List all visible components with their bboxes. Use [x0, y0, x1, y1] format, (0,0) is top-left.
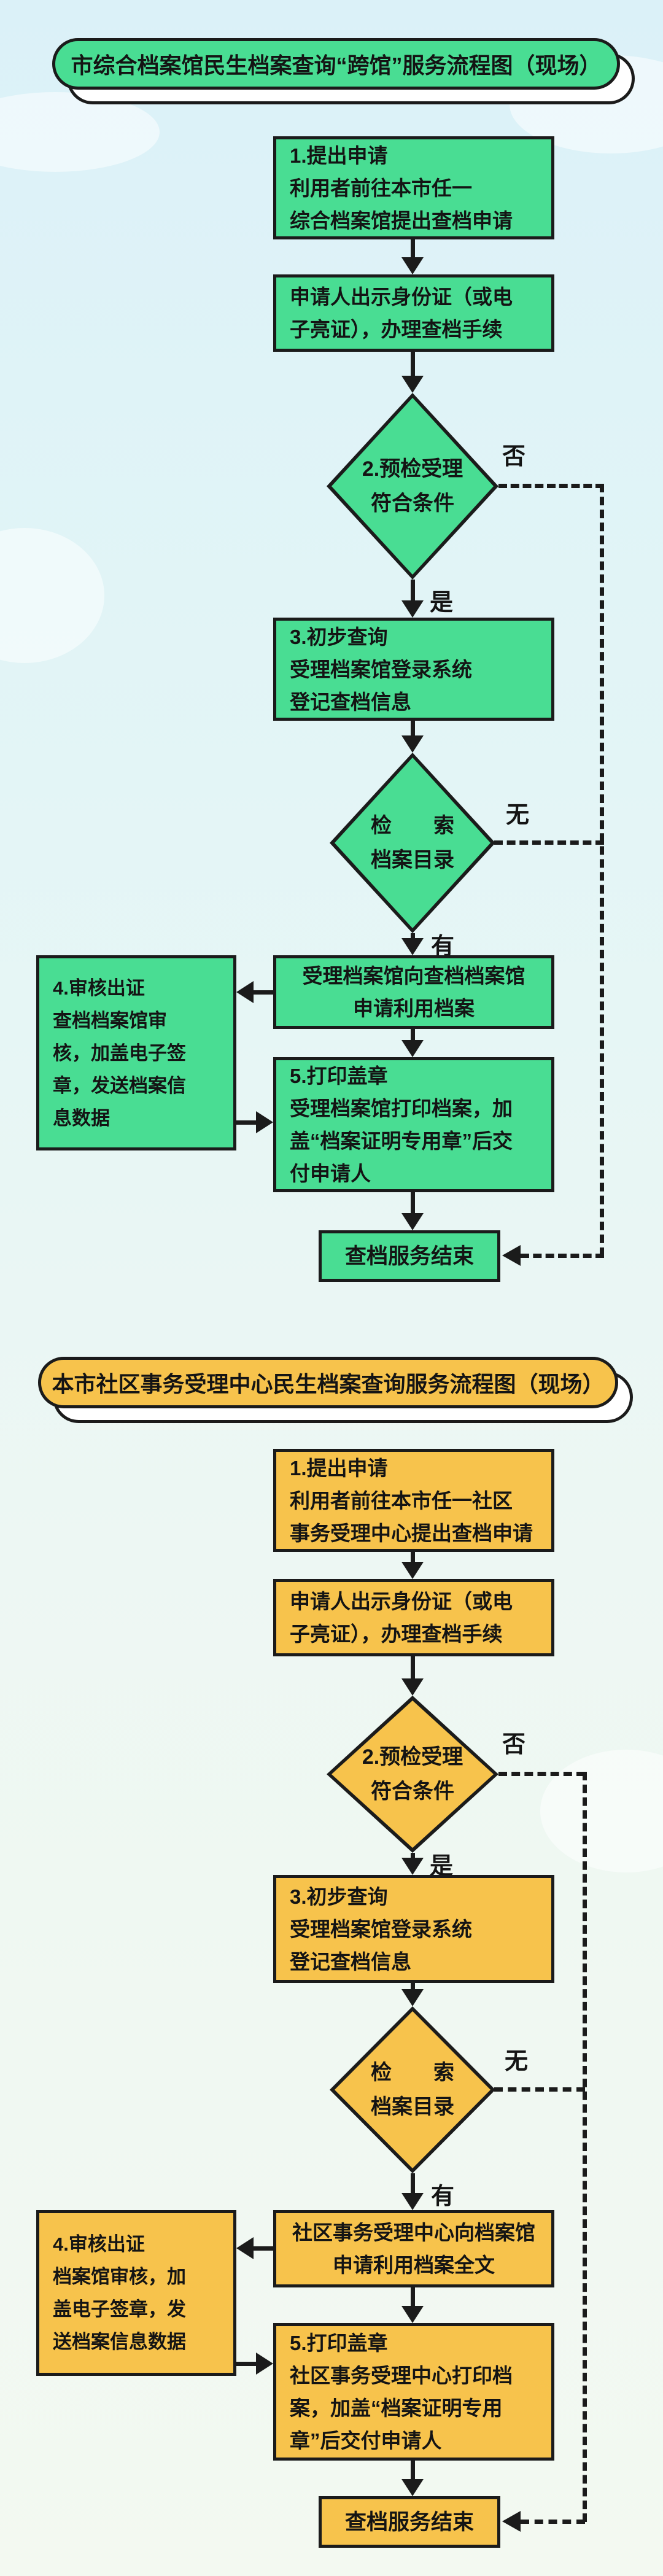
- community-step-initial-query-box: 3.初步查询 受理档案馆登录系统 登记查档信息: [273, 1875, 554, 1983]
- arrow-down: [401, 1552, 424, 1579]
- arrow-down: [401, 2173, 424, 2210]
- arrow-down: [401, 352, 424, 393]
- arrow-down: [401, 721, 424, 753]
- dashed-arrowhead-left: [502, 1245, 521, 1266]
- background-cloud: [0, 528, 104, 663]
- dashed-return-path: [521, 2520, 585, 2524]
- arrow-down: [401, 1853, 424, 1875]
- community-step-apply-box: 1.提出申请 利用者前往本市任一社区 事务受理中心提出查档申请: [273, 1449, 554, 1552]
- municipal-flow-title-pill: 市综合档案馆民生档案查询“跨馆”服务流程图（现场）: [52, 38, 635, 104]
- dashed-no-path: [498, 484, 604, 488]
- community-end-box: 查档服务结束: [319, 2496, 500, 2548]
- municipal-search-none-label: 无: [506, 802, 530, 828]
- community-step-review-box: 4.审核出证 档案馆审核，加 盖电子签章，发 送档案信息数据: [36, 2210, 236, 2376]
- community-precheck-decision: 2.预检受理 符合条件: [327, 1696, 498, 1853]
- arrow-down: [401, 1192, 424, 1230]
- background-cloud: [0, 92, 160, 172]
- municipal-precheck-decision: 2.预检受理 符合条件: [327, 393, 498, 580]
- arrow-left: [236, 981, 273, 1003]
- municipal-precheck-yes-label: 是: [430, 590, 454, 616]
- municipal-precheck-label: 2.预检受理 符合条件: [362, 457, 463, 515]
- municipal-step-request-box: 受理档案馆向查档档案馆 申请利用档案: [273, 955, 554, 1029]
- municipal-precheck-no-label: 否: [502, 444, 526, 470]
- municipal-flow-title: 市综合档案馆民生档案查询“跨馆”服务流程图（现场）: [52, 38, 620, 90]
- community-search-none-label: 无: [505, 2049, 529, 2074]
- community-precheck-label: 2.预检受理 符合条件: [362, 1745, 463, 1803]
- municipal-step-review-box: 4.审核出证 查档档案馆审 核，加盖电子签 章，发送档案信 息数据: [36, 955, 236, 1150]
- dashed-none-path: [494, 2087, 585, 2092]
- community-step-print-box: 5.打印盖章 社区事务受理中心打印档 案，加盖“档案证明专用 章”后交付申请人: [273, 2323, 554, 2461]
- arrow-down: [401, 2461, 424, 2496]
- community-step-request-box: 社区事务受理中心向档案馆 申请利用档案全文: [273, 2210, 554, 2287]
- dashed-return-path: [521, 1254, 604, 1258]
- community-search-label: 检 索 档案目录: [371, 2061, 454, 2119]
- dashed-bypass-line: [600, 484, 604, 1256]
- community-flow-title: 本市社区事务受理中心民生档案查询服务流程图（现场）: [38, 1357, 618, 1408]
- arrow-down: [401, 239, 424, 274]
- community-precheck-no-label: 否: [502, 1732, 526, 1758]
- dashed-arrowhead-left: [502, 2511, 521, 2532]
- arrow-down: [401, 1656, 424, 1696]
- community-search-decision: 检 索 档案目录: [330, 2006, 495, 2173]
- dashed-no-path: [498, 1772, 585, 1776]
- community-flow-title-pill: 本市社区事务受理中心民生档案查询服务流程图（现场）: [38, 1357, 633, 1423]
- municipal-step-initial-query-box: 3.初步查询 受理档案馆登录系统 登记查档信息: [273, 618, 554, 721]
- arrow-down: [401, 1983, 424, 2006]
- community-search-found-label: 有: [431, 2184, 455, 2209]
- dashed-bypass-line: [583, 1772, 587, 2522]
- arrow-down: [401, 580, 424, 618]
- arrow-down: [401, 2287, 424, 2323]
- municipal-end-box: 查档服务结束: [319, 1230, 500, 1282]
- arrow-down: [401, 1029, 424, 1057]
- arrow-down: [401, 933, 424, 955]
- municipal-step-apply-box: 1.提出申请 利用者前往本市任一 综合档案馆提出查档申请: [273, 136, 554, 239]
- municipal-step-print-box: 5.打印盖章 受理档案馆打印档案，加 盖“档案证明专用章”后交 付申请人: [273, 1057, 554, 1192]
- arrow-right: [236, 2353, 273, 2375]
- arrow-left: [236, 2237, 273, 2259]
- arrow-right: [236, 1111, 273, 1133]
- municipal-search-label: 检 索 档案目录: [371, 814, 454, 872]
- community-step-show-id-box: 申请人出示身份证（或电 子亮证），办理查档手续: [273, 1579, 554, 1656]
- background-cloud: [540, 1750, 663, 1872]
- dashed-none-path: [494, 840, 604, 845]
- municipal-step-show-id-box: 申请人出示身份证（或电 子亮证），办理查档手续: [273, 274, 554, 352]
- municipal-search-decision: 检 索 档案目录: [330, 753, 495, 933]
